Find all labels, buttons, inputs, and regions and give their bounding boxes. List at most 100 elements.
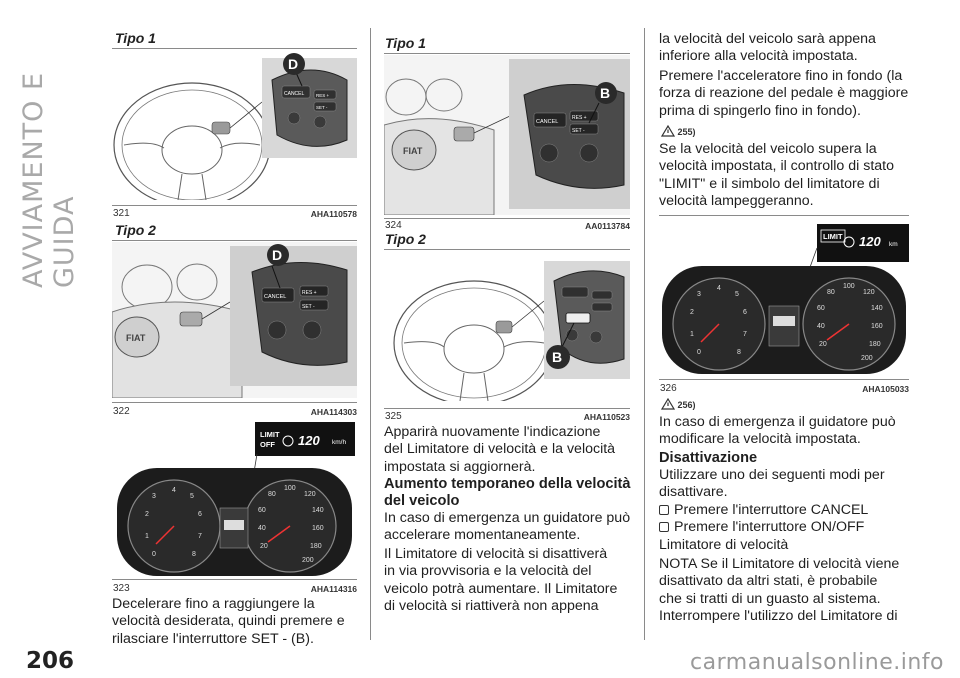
figure-code: AHA105033 <box>862 384 909 394</box>
figure-321-steering-wheel: CANCEL RES + SET - D <box>112 50 357 200</box>
figure-number: 325 <box>385 411 402 422</box>
warning-ref: 255) <box>660 124 696 137</box>
divider <box>659 215 909 216</box>
svg-text:4: 4 <box>172 487 176 494</box>
svg-text:2: 2 <box>145 511 149 518</box>
svg-text:200: 200 <box>302 557 314 564</box>
button-label: RES + <box>572 115 587 121</box>
svg-text:140: 140 <box>312 507 324 514</box>
svg-text:2: 2 <box>690 309 694 316</box>
svg-text:40: 40 <box>258 525 266 532</box>
button-label: CANCEL <box>284 91 305 97</box>
figure-rule <box>112 205 357 206</box>
figure-code: AHA110523 <box>583 412 630 422</box>
callout-badge: D <box>288 56 298 72</box>
figure-rule <box>112 579 357 580</box>
button-label: RES + <box>316 93 330 98</box>
svg-text:80: 80 <box>827 289 835 296</box>
list-item: Premere l'interruttore ON/OFF <box>659 519 914 536</box>
button-label: SET - <box>316 105 328 110</box>
figure-rule <box>384 218 630 219</box>
figure-number: 324 <box>385 220 402 231</box>
figure-rule <box>384 408 630 409</box>
display-limit: LIMIT <box>260 430 280 439</box>
callout-badge: D <box>272 247 282 263</box>
column-divider <box>644 28 645 640</box>
figure-code: AHA114316 <box>310 584 357 594</box>
divider <box>112 48 357 49</box>
svg-text:20: 20 <box>260 543 268 550</box>
divider <box>384 249 630 250</box>
bullet-list: Premere l'interruttore CANCEL Premere l'… <box>659 502 914 554</box>
svg-text:180: 180 <box>869 341 881 348</box>
figure-code: AHA114303 <box>310 407 357 417</box>
figure-number: 321 <box>113 208 130 219</box>
callout-badge: B <box>552 349 562 365</box>
button-label: SET - <box>572 128 585 134</box>
svg-text:120: 120 <box>863 289 875 296</box>
svg-text:80: 80 <box>268 491 276 498</box>
svg-text:3: 3 <box>697 291 701 298</box>
button-label: CANCEL <box>264 294 286 300</box>
svg-text:5: 5 <box>190 493 194 500</box>
svg-text:200: 200 <box>861 355 873 362</box>
display-unit: km/h <box>332 439 346 446</box>
svg-text:160: 160 <box>871 323 883 330</box>
svg-text:FIAT: FIAT <box>403 146 423 156</box>
display-limit: LIMIT <box>823 232 843 241</box>
svg-text:100: 100 <box>284 485 296 492</box>
warning-icon <box>660 397 676 410</box>
svg-text:5: 5 <box>735 291 739 298</box>
svg-text:1: 1 <box>145 533 149 540</box>
svg-text:7: 7 <box>198 533 202 540</box>
svg-text:40: 40 <box>817 323 825 330</box>
section-title: AVVIAMENTO E GUIDA <box>18 71 80 288</box>
svg-text:60: 60 <box>817 305 825 312</box>
svg-text:120: 120 <box>304 491 316 498</box>
svg-text:160: 160 <box>312 525 324 532</box>
figure-rule <box>659 379 909 380</box>
display-speed: 120 <box>859 234 881 249</box>
svg-text:20: 20 <box>819 341 827 348</box>
svg-text:1: 1 <box>690 331 694 338</box>
button-label: SET - <box>302 304 315 310</box>
svg-text:FIAT: FIAT <box>126 333 146 343</box>
display-speed: 120 <box>298 433 320 448</box>
callout-badge: B <box>600 85 610 101</box>
figure-322-steering-wheel: FIAT CANCEL RES + SET - D <box>112 242 357 398</box>
checkbox-bullet-icon <box>659 505 669 515</box>
svg-text:180: 180 <box>310 543 322 550</box>
button-label: RES + <box>302 290 317 296</box>
svg-text:3: 3 <box>152 493 156 500</box>
warning-icon <box>660 124 676 137</box>
checkbox-bullet-icon <box>659 522 669 533</box>
svg-text:60: 60 <box>258 507 266 514</box>
button-label: CANCEL <box>536 119 558 125</box>
list-item: Premere l'interruttore CANCEL <box>659 502 914 519</box>
figure-heading: Tipo 2 <box>115 222 156 238</box>
figure-code: AA0113784 <box>585 221 630 231</box>
body-text: Premere l'acceleratore fino in fondo (la… <box>659 68 909 119</box>
svg-text:7: 7 <box>743 331 747 338</box>
svg-text:8: 8 <box>192 551 196 558</box>
figure-324-steering-wheel: FIAT CANCEL RES + SET - B <box>384 55 630 215</box>
warning-ref: 256) <box>660 397 696 410</box>
figure-heading: Tipo 1 <box>115 30 156 46</box>
divider <box>112 240 357 241</box>
svg-text:0: 0 <box>697 349 701 356</box>
figure-heading: Tipo 2 <box>385 231 426 247</box>
figure-heading: Tipo 1 <box>385 35 426 51</box>
figure-rule <box>112 402 357 403</box>
figure-325-steering-wheel: B <box>384 251 630 401</box>
figure-number: 323 <box>113 583 130 594</box>
watermark: carmanualsonline.info <box>690 650 944 675</box>
svg-text:0: 0 <box>152 551 156 558</box>
